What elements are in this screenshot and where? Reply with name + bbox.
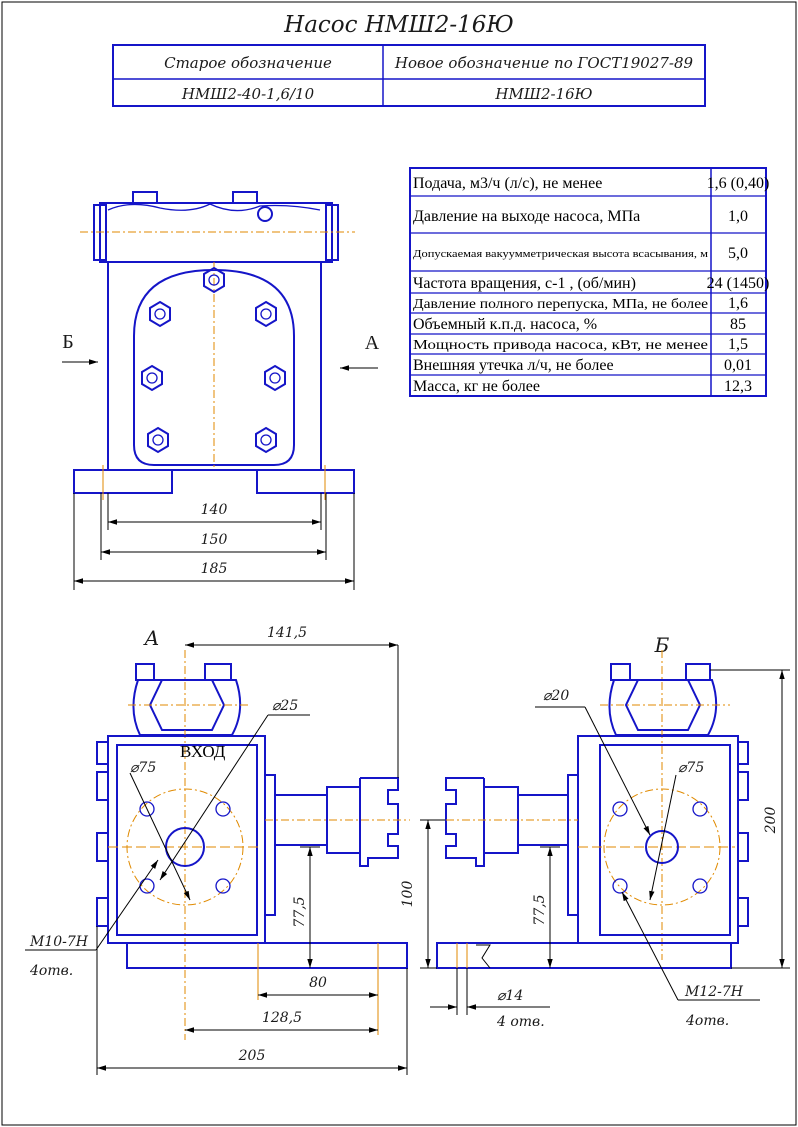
bolt-head-icon bbox=[255, 426, 277, 454]
spec-param: Мощность привода насоса, кВт, не менее bbox=[413, 338, 708, 353]
dia-75-b-label: ⌀75 bbox=[678, 760, 704, 776]
thread-m12-count: 4отв. bbox=[685, 1013, 729, 1029]
view-arrow-label-a: А bbox=[365, 332, 380, 354]
spec-value: 1,6 bbox=[728, 295, 748, 312]
spec-param: Объемный к.п.д. насоса, % bbox=[413, 316, 597, 333]
view-a: А ВХОД ⌀25 ⌀7 bbox=[25, 625, 410, 1075]
drawing-title: Насос НМШ2-16Ю bbox=[283, 12, 514, 38]
spec-value: 85 bbox=[730, 316, 746, 333]
spec-param: Частота вращения, с-1 , (об/мин) bbox=[413, 275, 636, 292]
dia-75-label: ⌀75 bbox=[130, 760, 156, 776]
thread-m10-label: М10-7Н bbox=[29, 934, 89, 950]
view-b-label: Б bbox=[654, 633, 670, 657]
view-a-label: А bbox=[142, 626, 159, 650]
bolt-head-icon bbox=[149, 300, 171, 328]
bolt-head-icon bbox=[147, 426, 169, 454]
bolt-head-icon bbox=[203, 266, 225, 294]
dia-20-label: ⌀20 bbox=[543, 688, 569, 704]
designation-table: Старое обозначение Новое обозначение по … bbox=[112, 44, 706, 107]
spec-value: 1,0 bbox=[728, 208, 748, 225]
spec-param: Давление полного перепуска, МПа, не боле… bbox=[413, 297, 708, 312]
spec-value: 1,5 bbox=[728, 336, 748, 353]
spec-value: 5,0 bbox=[728, 245, 748, 262]
dim-200: 200 bbox=[763, 807, 779, 835]
new-designation-value: НМШ2-16Ю bbox=[494, 85, 592, 103]
bolt-head-icon bbox=[264, 364, 286, 392]
view-arrow-label-b: Б bbox=[62, 331, 73, 353]
spec-param: Допускаемая вакуумметрическая высота вса… bbox=[413, 248, 708, 260]
thread-m12-label: М12-7Н bbox=[684, 984, 744, 1000]
dia-14-label: ⌀14 bbox=[497, 988, 523, 1004]
spec-value: 12,3 bbox=[724, 378, 752, 395]
dia-14-count: 4 отв. bbox=[496, 1014, 545, 1030]
dim-100: 100 bbox=[400, 881, 416, 908]
spec-param: Давление на выходе насоса, МПа bbox=[413, 208, 640, 225]
bolt-head-icon bbox=[141, 364, 163, 392]
old-designation-header: Старое обозначение bbox=[164, 54, 332, 72]
dim-141-5: 141,5 bbox=[267, 625, 307, 641]
dim-140: 140 bbox=[201, 502, 228, 518]
specs-table: Подача, м3/ч (л/с), не менее 1,6 (0,40) … bbox=[409, 167, 770, 397]
view-b: Б ⌀20 ⌀75 bbox=[400, 633, 790, 1030]
top-view: Б А 140 150 185 bbox=[62, 191, 380, 590]
dia-25-label: ⌀25 bbox=[272, 698, 298, 714]
dim-80: 80 bbox=[309, 975, 327, 991]
old-designation-value: НМШ2-40-1,6/10 bbox=[181, 85, 315, 103]
dim-185: 185 bbox=[201, 561, 228, 577]
bolt-head-icon bbox=[255, 300, 277, 328]
spec-param: Масса, кг не более bbox=[413, 378, 540, 395]
dim-205: 205 bbox=[238, 1048, 266, 1064]
spec-value: 0,01 bbox=[724, 357, 752, 374]
dim-128-5: 128,5 bbox=[262, 1010, 302, 1026]
dim-150: 150 bbox=[201, 532, 228, 548]
spec-value: 24 (1450) bbox=[707, 275, 770, 292]
thread-m10-count: 4отв. bbox=[29, 963, 73, 979]
new-designation-header: Новое обозначение по ГОСТ19027-89 bbox=[394, 54, 694, 72]
inlet-label: ВХОД bbox=[180, 742, 226, 761]
dim-77-5-b: 77,5 bbox=[532, 894, 548, 925]
spec-value: 1,6 (0,40) bbox=[707, 175, 770, 192]
dim-77-5-a: 77,5 bbox=[292, 896, 308, 927]
spec-param: Подача, м3/ч (л/с), не менее bbox=[413, 175, 602, 192]
spec-param: Внешняя утечка л/ч, не более bbox=[413, 357, 614, 374]
